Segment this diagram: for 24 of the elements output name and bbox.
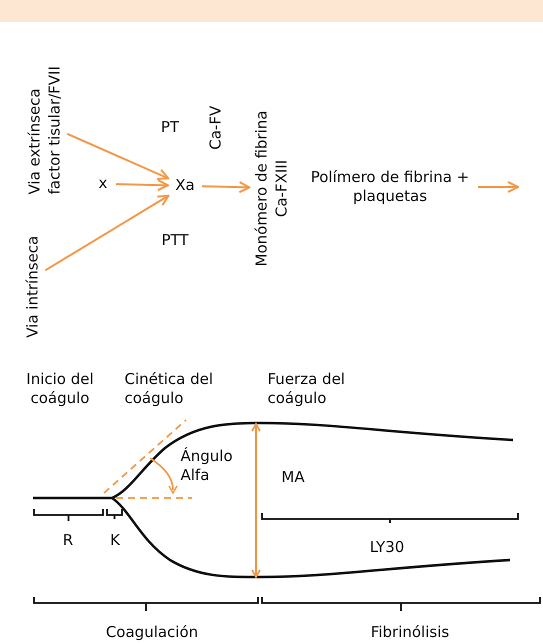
label-text: LY30 — [368, 538, 406, 558]
arrow — [116, 179, 169, 192]
label-text: Fuerza del coágulo — [268, 370, 346, 408]
label-text: Coagulación — [104, 623, 200, 642]
arrow — [202, 181, 250, 194]
rotated-node-text: Via intrínseca — [23, 218, 43, 338]
arrow — [478, 181, 519, 193]
label-text: Inicio del coágulo — [25, 370, 95, 408]
label-text: Cinética del coágulo — [124, 370, 214, 408]
label-text: PT — [160, 118, 180, 138]
rotated-node-text: Monómero de fibrina Ca-FXIII — [252, 88, 292, 288]
edge-label: Ca-FV — [206, 104, 226, 152]
label-text: Ángulo Alfa — [180, 446, 234, 486]
node-text: Xa — [171, 176, 199, 196]
rotated-node-text: Via extrínseca factor tisular/FVII — [26, 54, 64, 194]
node-text: x — [93, 174, 113, 194]
label-text: R — [62, 531, 74, 550]
arrow — [44, 194, 170, 272]
label-text: PTT — [160, 231, 190, 250]
arrow — [66, 132, 170, 180]
label-text: MA — [280, 468, 306, 488]
label-text: Fibrinólisis — [370, 623, 450, 642]
node-text: Polímero de fibrina + plaquetas — [310, 168, 470, 206]
label-text: K — [109, 531, 121, 550]
